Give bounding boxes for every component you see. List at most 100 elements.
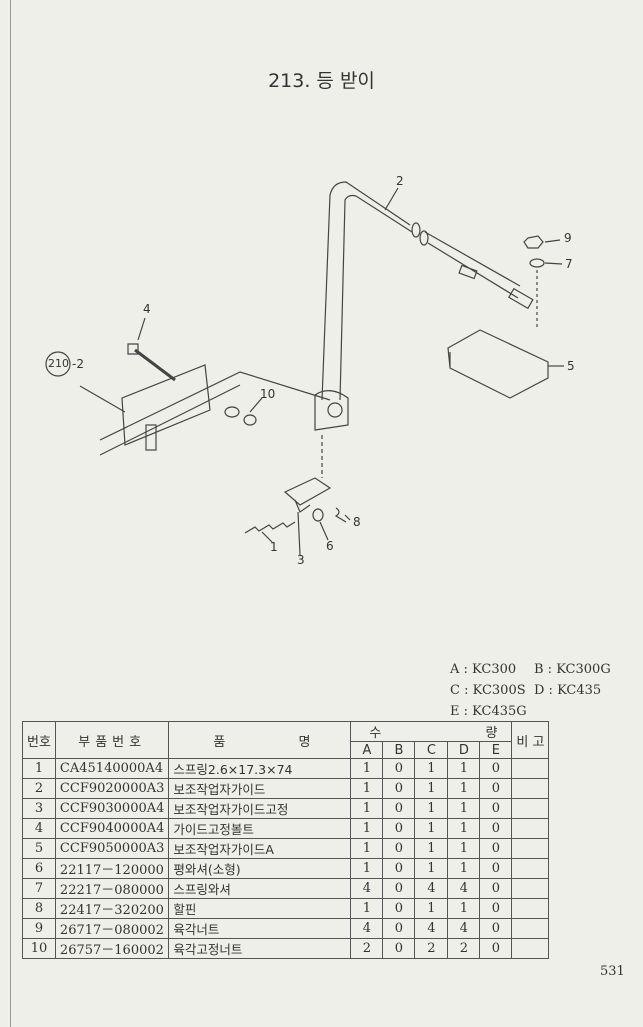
page-number: 531 (600, 964, 625, 979)
cell-qty: 1 (447, 838, 481, 859)
nut-9 (523, 235, 544, 249)
plate-5 (447, 329, 549, 399)
header-name-b: 명 (298, 734, 311, 750)
cell-qty: 0 (479, 778, 513, 799)
cell-remark (511, 858, 550, 879)
cell-part-no: 26717－080002 (54, 918, 170, 939)
cell-qty: 1 (447, 778, 481, 799)
cell-part-no: CCF9030000A4 (54, 798, 170, 819)
cell-part-no: CCF9020000A3 (54, 778, 170, 799)
cell-name: 평와셔(소형) (168, 858, 352, 879)
split-pin-8 (334, 507, 347, 523)
cell-name: 스프링와셔 (168, 878, 352, 899)
callout-4: 4 (143, 302, 151, 316)
cell-qty: 1 (447, 898, 481, 919)
ref-circle-210 (45, 351, 71, 377)
header-remark: 비 고 (511, 721, 550, 759)
page-title: 213. 등 받이 (268, 70, 375, 92)
cell-remark (511, 798, 550, 819)
cell-qty: 1 (350, 898, 384, 919)
cell-name: 스프링2.6×17.3×74 (168, 758, 352, 779)
cell-qty: 0 (382, 858, 416, 879)
cell-qty: 0 (479, 858, 513, 879)
cell-name: 보조작업자가이드 (168, 778, 352, 799)
cell-qty: 0 (382, 798, 416, 819)
cell-qty: 4 (447, 878, 481, 899)
cell-part-no: 22417－320200 (54, 898, 170, 919)
cell-no: 7 (22, 878, 56, 899)
legend-a: A : KC300 (450, 662, 517, 677)
cell-qty: 1 (350, 758, 384, 779)
cell-remark (511, 878, 550, 899)
cell-qty: 0 (479, 838, 513, 859)
cell-no: 6 (22, 858, 56, 879)
cell-part-no: 22217－080000 (54, 878, 170, 899)
cell-no: 1 (22, 758, 56, 779)
cell-qty: 1 (447, 858, 481, 879)
cell-name: 육각고정너트 (168, 938, 352, 959)
header-qty-col: E (479, 741, 513, 759)
header-qty-col: A (350, 741, 384, 759)
cell-qty: 1 (350, 798, 384, 819)
cell-part-no: 26757－160002 (54, 938, 170, 959)
cell-name: 할핀 (168, 898, 352, 919)
cell-qty: 0 (382, 758, 416, 779)
cell-qty: 1 (414, 838, 449, 859)
header-qty-b: 량 (485, 726, 498, 741)
header-part-no: 부품번호 (54, 721, 170, 759)
legend-c: C : KC300S (450, 683, 526, 698)
header-qty-a: 수 (369, 726, 382, 741)
cell-qty: 0 (382, 878, 416, 899)
cell-qty: 2 (447, 938, 481, 959)
cell-qty: 4 (350, 918, 384, 939)
cell-qty: 4 (414, 918, 449, 939)
cell-qty: 0 (382, 898, 416, 919)
cell-remark (511, 938, 550, 959)
cell-qty: 1 (350, 818, 384, 839)
callout-3: 3 (297, 553, 305, 567)
cell-no: 4 (22, 818, 56, 839)
header-no: 번호 (22, 721, 56, 759)
cell-qty: 0 (479, 818, 513, 839)
cell-no: 8 (22, 898, 56, 919)
cell-qty: 0 (479, 798, 513, 819)
cell-qty: 0 (479, 918, 513, 939)
cell-no: 2 (22, 778, 56, 799)
cell-qty: 0 (382, 918, 416, 939)
parts-diagram (45, 181, 564, 556)
washer-6 (312, 508, 324, 522)
cell-no: 3 (22, 798, 56, 819)
cell-qty: 0 (382, 778, 416, 799)
cell-part-no: CCF9050000A3 (54, 838, 170, 859)
cell-qty: 1 (350, 778, 384, 799)
cell-name: 가이드고정볼트 (168, 818, 352, 839)
cell-name: 보조작업자가이드A (168, 838, 352, 859)
cell-qty: 1 (414, 858, 449, 879)
cell-qty: 4 (447, 918, 481, 939)
cell-qty: 0 (479, 878, 513, 899)
callout-1: 1 (270, 540, 278, 554)
callout-6: 6 (326, 539, 334, 553)
cell-remark (511, 918, 550, 939)
callout-210-2: -2 (72, 357, 84, 371)
callout-7: 7 (565, 257, 573, 271)
legend-b: B : KC300G (534, 662, 611, 677)
cell-remark (511, 818, 550, 839)
cell-remark (511, 838, 550, 859)
washer-7 (529, 258, 545, 268)
header-qty-col: B (382, 741, 416, 759)
cell-no: 5 (22, 838, 56, 859)
cell-part-no: CA45140000A4 (54, 758, 170, 779)
cell-qty: 1 (414, 798, 449, 819)
cell-name: 보조작업자가이드고정 (168, 798, 352, 819)
page-edge-line (10, 0, 11, 1027)
